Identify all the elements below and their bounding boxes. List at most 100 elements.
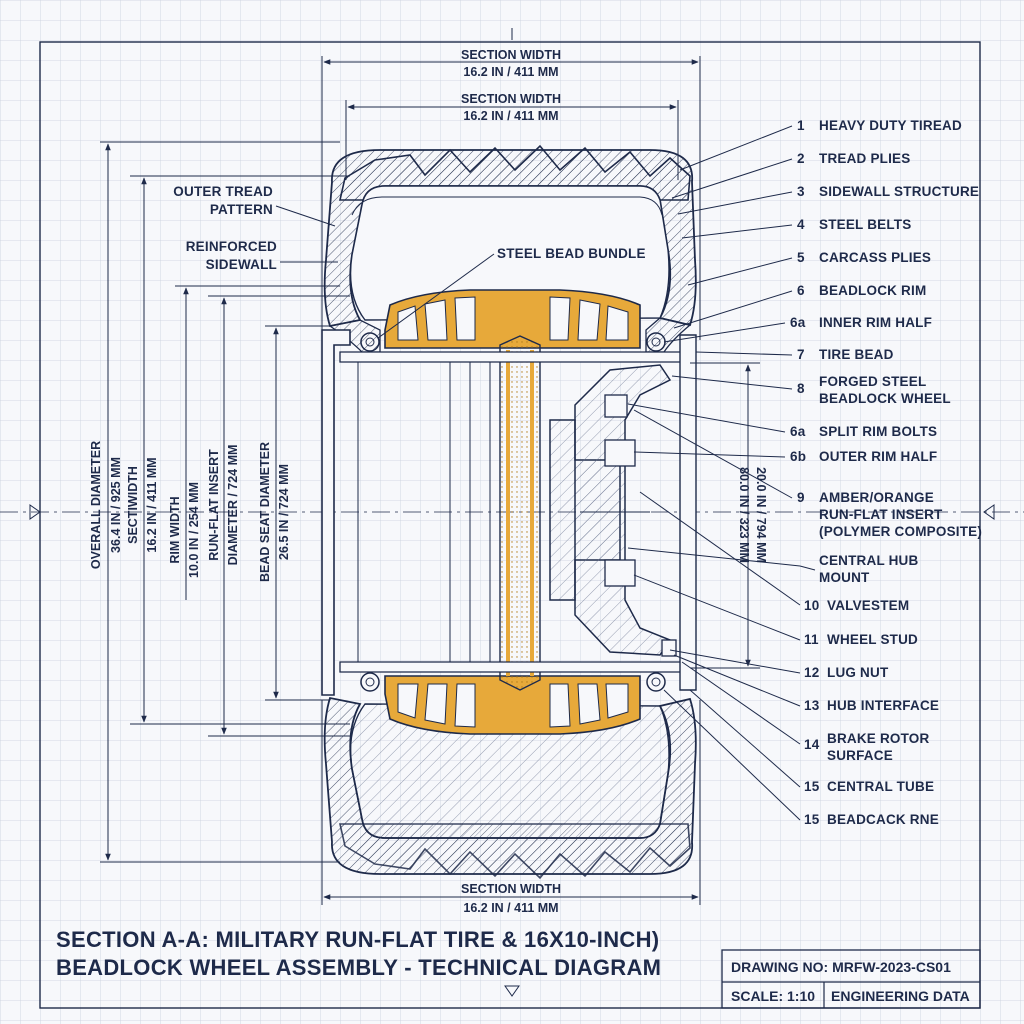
section-width-bottom-label: SECTION WIDTH (461, 882, 561, 896)
section-width-top: SECTION WIDTH 16.2 IN / 411 MM (461, 48, 561, 79)
part-label: CENTRAL HUB (819, 553, 918, 568)
part-label: OUTER RIM HALF (819, 449, 937, 464)
part-num: 10 (804, 598, 819, 613)
part-6a: 6a INNER RIM HALF (790, 315, 932, 330)
part-label-2: MOUNT (819, 570, 870, 585)
run-flat-insert-label: RUN-FLAT INSERT (207, 449, 221, 561)
vertical-dimension-labels: OVERALL DIAMETER 36.4 IN / 925 MM SECTIW… (89, 441, 768, 582)
section-width-top-value: 16.2 IN / 411 MM (463, 65, 558, 79)
part-label: VALVESTEM (827, 598, 909, 613)
part-15-beadcack: 15 BEADCACK RNE (804, 812, 939, 827)
part-label: HEAVY DUTY TIREAD (819, 118, 962, 133)
part-label-2: BEADLOCK WHEEL (819, 391, 951, 406)
part-label: TREAD PLIES (819, 151, 910, 166)
part-label: WHEEL STUD (827, 632, 918, 647)
part-11: 11 WHEEL STUD (804, 632, 918, 647)
part-num: 4 (797, 217, 805, 232)
part-num: 5 (797, 250, 805, 265)
sectiwidth-value: 16.2 IN / 411 MM (145, 457, 159, 552)
part-num: 6 (797, 283, 805, 298)
part-hub-mount: CENTRAL HUB MOUNT (819, 553, 918, 585)
part-num: 12 (804, 665, 819, 680)
part-label: TIRE BEAD (819, 347, 894, 362)
bead-seat-diameter-label: BEAD SEAT DIAMETER (258, 442, 272, 582)
part-label: AMBER/ORANGE (819, 490, 934, 505)
parts-list: 1 HEAVY DUTY TIREAD 2 TREAD PLIES 3 SIDEWAL… (790, 118, 982, 827)
run-flat-insert (384, 289, 641, 735)
outer-tread-pattern-line2: PATTERN (210, 202, 273, 217)
part-label: SIDEWALL STRUCTURE (819, 184, 979, 199)
bead-seat-diameter-value: 26.5 IN / 724 MM (277, 464, 291, 560)
part-label: BRAKE ROTOR (827, 731, 930, 746)
part-num: 6a (790, 315, 806, 330)
overall-diameter-value: 36.4 IN / 925 MM (109, 457, 123, 553)
part-num: 6a (790, 424, 806, 439)
part-label: SPLIT RIM BOLTS (819, 424, 937, 439)
part-label: LUG NUT (827, 665, 889, 680)
part-num: 8 (797, 381, 805, 396)
title-block: DRAWING NO: MRFW-2023-CS01 SCALE: 1:10 E… (721, 949, 981, 1009)
part-num: 2 (797, 151, 805, 166)
left-callouts: OUTER TREAD PATTERN REINFORCED SIDEWALL … (173, 184, 646, 339)
steel-bead-bundle-label: STEEL BEAD BUNDLE (497, 246, 646, 261)
section-width-second-value: 16.2 IN / 411 MM (463, 109, 558, 123)
part-num: 15 (804, 812, 820, 827)
overall-diameter-label: OVERALL DIAMETER (89, 441, 103, 569)
part-6a-bolts: 6a SPLIT RIM BOLTS (790, 424, 937, 439)
part-6b: 6b OUTER RIM HALF (790, 449, 937, 464)
part-8: 8 FORGED STEEL BEADLOCK WHEEL (797, 374, 951, 406)
dimension-lines (100, 56, 760, 905)
drawing-border (39, 41, 981, 1009)
drawing-title: SECTION A-A: MILITARY RUN-FLAT TIRE & 16… (56, 927, 661, 980)
right-dimension-1: 80.0 IN / 323 MM (737, 467, 751, 563)
part-5: 5 CARCASS PLIES (797, 250, 931, 265)
reinforced-sidewall-line1: REINFORCED (186, 239, 277, 254)
part-10: 10 VALVESTEM (804, 598, 909, 613)
title-line-2: BEADLOCK WHEEL ASSEMBLY - TECHNICAL DIAG… (56, 955, 661, 980)
part-12: 12 LUG NUT (804, 665, 889, 680)
part-label: BEADLOCK RIM (819, 283, 926, 298)
run-flat-insert-value: DIAMETER / 724 MM (226, 445, 240, 566)
part-num: 6b (790, 449, 806, 464)
section-width-top-label: SECTION WIDTH (461, 48, 561, 62)
rim-width-value: 10.0 IN / 254 MM (187, 482, 201, 578)
part-15-tube: 15 CENTRAL TUBE (804, 779, 934, 794)
reinforced-sidewall-line2: SIDEWALL (206, 257, 277, 272)
part-2: 2 TREAD PLIES (797, 151, 910, 166)
part-7: 7 TIRE BEAD (797, 347, 894, 362)
part-3: 3 SIDEWALL STRUCTURE (797, 184, 979, 199)
title-line-1: SECTION A-A: MILITARY RUN-FLAT TIRE & 16… (56, 927, 659, 952)
section-width-second: SECTION WIDTH 16.2 IN / 411 MM (461, 92, 561, 123)
outer-tread-pattern-line1: OUTER TREAD (173, 184, 273, 199)
tire-upper (323, 144, 697, 353)
part-num: 11 (804, 632, 819, 647)
part-label: INNER RIM HALF (819, 315, 932, 330)
part-num: 7 (797, 347, 805, 362)
part-label: BEADCACK RNE (827, 812, 939, 827)
section-width-bottom: SECTION WIDTH 16.2 IN / 411 MM (461, 882, 561, 915)
part-label-2: SURFACE (827, 748, 893, 763)
section-width-second-label: SECTION WIDTH (461, 92, 561, 106)
part-num: 9 (797, 490, 805, 505)
part-label: CARCASS PLIES (819, 250, 931, 265)
part-13: 13 HUB INTERFACE (804, 698, 939, 713)
wheel-rim (321, 329, 697, 696)
part-num: 13 (804, 698, 820, 713)
part-label: HUB INTERFACE (827, 698, 939, 713)
scale: SCALE: 1:10 (731, 988, 815, 1004)
part-leaders (627, 125, 816, 821)
part-label: CENTRAL TUBE (827, 779, 934, 794)
drawing-number: DRAWING NO: MRFW-2023-CS01 (731, 959, 951, 975)
engineering-data: ENGINEERING DATA (831, 988, 970, 1004)
part-label: FORGED STEEL (819, 374, 926, 389)
tire-lower (323, 672, 697, 880)
part-6: 6 BEADLOCK RIM (797, 283, 926, 298)
part-1: 1 HEAVY DUTY TIREAD (797, 118, 962, 133)
part-num: 1 (797, 118, 805, 133)
part-num: 15 (804, 779, 820, 794)
part-num: 3 (797, 184, 805, 199)
